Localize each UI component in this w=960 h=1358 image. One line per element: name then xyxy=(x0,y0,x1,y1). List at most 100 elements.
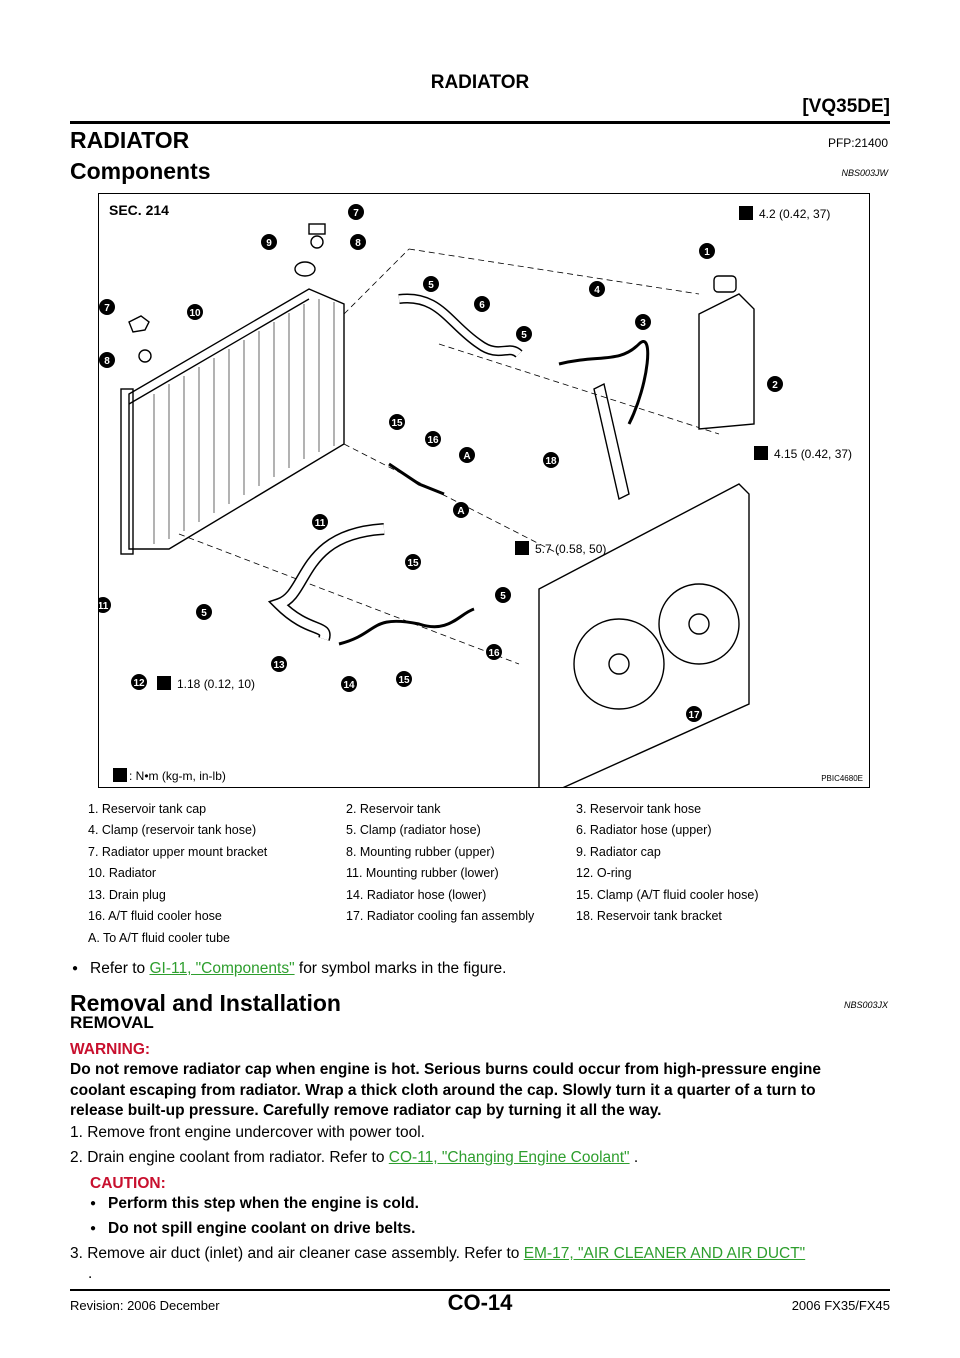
callout-number: 6 xyxy=(479,300,485,311)
callout-number: 13 xyxy=(273,660,285,671)
figure-sec-label: SEC. 214 xyxy=(109,202,169,218)
step-3: 3. Remove air duct (inlet) and air clean… xyxy=(70,1245,805,1263)
legend-row: 1. Reservoir tank cap 2. Reservoir tank … xyxy=(70,798,759,820)
callout-number: 3 xyxy=(640,318,646,329)
callout-number: 2 xyxy=(772,380,778,391)
legend-row: 10. Radiator 11. Mounting rubber (lower)… xyxy=(70,863,759,885)
callout-number: 8 xyxy=(355,238,361,249)
step-3-end: . xyxy=(88,1265,93,1282)
figure-units-label: : N•m (kg-m, in-lb) xyxy=(129,769,226,783)
em-17-air-cleaner-link[interactable]: EM-17, "AIR CLEANER AND AIR DUCT" xyxy=(523,1245,806,1262)
legend-item: 15. Clamp (A/T fluid cooler hose) xyxy=(576,887,759,902)
callout-number: 16 xyxy=(488,648,500,659)
footer-rule xyxy=(70,1289,890,1291)
legend-item: 16. A/T fluid cooler hose xyxy=(88,909,222,924)
legend-row: 16. A/T fluid cooler hose 17. Radiator c… xyxy=(70,906,759,928)
legend-item: 11. Mounting rubber (lower) xyxy=(346,866,499,881)
callout-number: 11 xyxy=(99,601,109,612)
callout-number: 1 xyxy=(704,247,710,258)
torque-value: 1.18 (0.12, 10) xyxy=(177,677,256,691)
legend-item: 5. Clamp (radiator hose) xyxy=(346,823,481,838)
callout-number: 5 xyxy=(201,608,207,619)
callout-number: 10 xyxy=(189,308,201,319)
legend-item: 14. Radiator hose (lower) xyxy=(346,887,487,902)
torque-value: 4.15 (0.42, 37) xyxy=(774,447,853,461)
header-section-title: RADIATOR xyxy=(430,72,530,93)
co-11-changing-coolant-link[interactable]: CO-11, "Changing Engine Coolant" xyxy=(388,1149,630,1166)
legend-item: 6. Radiator hose (upper) xyxy=(576,823,712,838)
legend-item: 18. Reservoir tank bracket xyxy=(576,909,722,924)
page-title: RADIATOR xyxy=(70,127,190,153)
callout-number: 15 xyxy=(407,558,419,569)
legend-item: 10. Radiator xyxy=(88,866,157,881)
removal-subheading: REMOVAL xyxy=(70,1013,154,1032)
callout-number: 15 xyxy=(391,418,403,429)
components-heading: Components xyxy=(70,158,211,184)
legend-item: 4. Clamp (reservoir tank hose) xyxy=(88,823,257,838)
legend-item: 9. Radiator cap xyxy=(576,844,661,859)
removal-installation-code: NBS003JX xyxy=(843,1000,888,1010)
callout-number: 7 xyxy=(104,303,110,314)
callout-number: 5 xyxy=(500,591,506,602)
step-2: 2. Drain engine coolant from radiator. R… xyxy=(70,1149,638,1167)
refer-line: Refer to GI-11, "Components" for symbol … xyxy=(72,960,507,978)
legend-item: 12. O-ring xyxy=(576,866,632,881)
step-2-end: . xyxy=(629,1149,639,1166)
legend-row: A. To A/T fluid cooler tube xyxy=(70,927,759,949)
step-1: 1. Remove front engine undercover with p… xyxy=(70,1124,425,1141)
callout-number: 12 xyxy=(133,678,145,689)
legend-row: 4. Clamp (reservoir tank hose) 5. Clamp … xyxy=(70,820,759,842)
callout-number: 5 xyxy=(428,280,434,291)
caution-item: Do not spill engine coolant on drive bel… xyxy=(90,1220,415,1238)
step-3-text: 3. Remove air duct (inlet) and air clean… xyxy=(70,1245,524,1262)
footer-model: 2006 FX35/FX45 xyxy=(791,1298,890,1313)
callout-number: 15 xyxy=(398,675,410,686)
components-legend: 1. Reservoir tank cap 2. Reservoir tank … xyxy=(70,798,759,949)
step-2-text: 2. Drain engine coolant from radiator. R… xyxy=(70,1149,389,1166)
warning-line: coolant escaping from radiator. Wrap a t… xyxy=(70,1081,816,1099)
callout-number: 18 xyxy=(545,456,557,467)
header-engine: [VQ35DE] xyxy=(802,96,890,117)
legend-item: A. To A/T fluid cooler tube xyxy=(88,930,230,945)
refer-prefix: Refer to xyxy=(90,960,150,977)
callout-number: A xyxy=(463,451,470,462)
figure-image-id: PBIC4680E xyxy=(821,774,863,783)
legend-item: 7. Radiator upper mount bracket xyxy=(88,844,268,859)
callout-number: 11 xyxy=(315,518,326,529)
footer-revision: Revision: 2006 December xyxy=(70,1298,220,1313)
page-title-code: PFP:21400 xyxy=(827,136,888,150)
torque-value: 4.2 (0.42, 37) xyxy=(759,207,831,221)
callout-number: A xyxy=(457,506,464,517)
warning-line: Do not remove radiator cap when engine i… xyxy=(70,1061,822,1078)
components-code: NBS003JW xyxy=(841,168,888,178)
legend-item: 3. Reservoir tank hose xyxy=(576,801,702,816)
caution-label: CAUTION: xyxy=(90,1175,166,1192)
gi-11-components-link[interactable]: GI-11, "Components" xyxy=(149,960,295,977)
torque-value: 5.7 (0.58, 50) xyxy=(535,542,607,556)
callout-number: 5 xyxy=(521,330,527,341)
legend-item: 17. Radiator cooling fan assembly xyxy=(346,909,535,924)
legend-item: 8. Mounting rubber (upper) xyxy=(346,844,495,859)
legend-item xyxy=(558,927,759,949)
callout-number: 4 xyxy=(594,285,600,296)
callout-number: 9 xyxy=(266,238,272,249)
legend-item: 2. Reservoir tank xyxy=(346,801,441,816)
refer-suffix: for symbol marks in the figure. xyxy=(294,960,507,977)
legend-item xyxy=(328,927,558,949)
warning-label: WARNING: xyxy=(70,1041,151,1058)
header-rule xyxy=(70,121,890,124)
legend-item: 1. Reservoir tank cap xyxy=(88,801,207,816)
callout-number: 16 xyxy=(427,435,439,446)
warning-text: Do not remove radiator cap when engine i… xyxy=(70,1060,900,1122)
callout-number: 17 xyxy=(688,710,700,721)
warning-line: release built-up pressure. Carefully rem… xyxy=(70,1102,662,1119)
legend-row: 13. Drain plug 14. Radiator hose (lower)… xyxy=(70,884,759,906)
legend-item: 13. Drain plug xyxy=(88,887,166,902)
callout-number: 14 xyxy=(343,680,355,691)
legend-row: 7. Radiator upper mount bracket 8. Mount… xyxy=(70,841,759,863)
page-number: CO-14 xyxy=(447,1290,513,1315)
callout-number: 7 xyxy=(353,208,359,219)
removal-installation-heading: Removal and Installation xyxy=(70,990,341,1016)
